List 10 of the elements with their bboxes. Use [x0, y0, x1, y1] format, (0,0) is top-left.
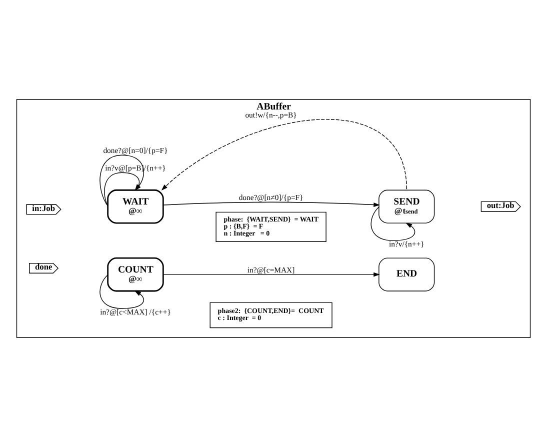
edge-label: done?@[n≠0]/{p=F}: [238, 193, 304, 202]
edge-label: done?@[n=0]/{p=F}: [103, 146, 168, 155]
edge-label: out!w/{n--,p=B}: [245, 110, 297, 120]
arrow: [162, 272, 380, 277]
edge-label: in?@[c<MAX] /{c++}: [100, 308, 171, 317]
edge-label: in?v/{n++}: [388, 240, 424, 249]
edge-label: in?@[c=MAX]: [247, 265, 295, 274]
arrow: [162, 202, 380, 207]
node-box: END: [378, 258, 435, 292]
arrow: [161, 119, 407, 191]
